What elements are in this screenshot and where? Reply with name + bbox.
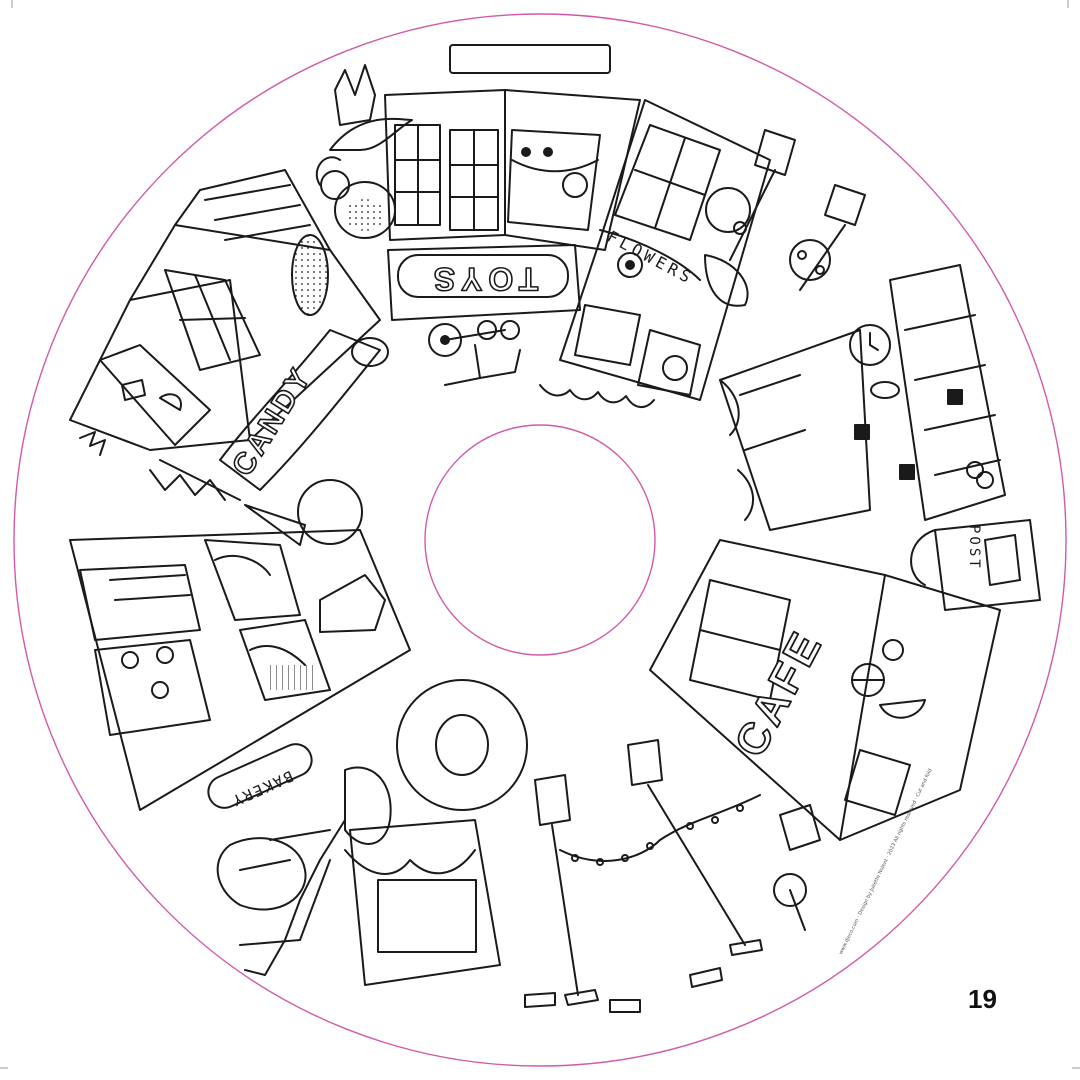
toys-sign: TOYS bbox=[428, 261, 539, 297]
donut-icon bbox=[396, 679, 528, 811]
candy-dots bbox=[291, 234, 329, 316]
candy-sign: CANDY bbox=[226, 361, 318, 482]
candy-shop: CANDY bbox=[69, 169, 389, 501]
street-lamp-icon bbox=[627, 739, 763, 956]
outer-cut-circle bbox=[13, 13, 1067, 1067]
bakery-sign-board: BAKERY bbox=[207, 743, 313, 810]
flower-icon bbox=[617, 252, 643, 278]
cupcake-icon bbox=[121, 379, 182, 411]
street-lamps bbox=[524, 739, 763, 1013]
teddy-bear-icon bbox=[562, 172, 588, 198]
inner-cut-circle bbox=[424, 424, 656, 656]
bakery-shop bbox=[69, 479, 411, 811]
bird-creature bbox=[315, 64, 413, 239]
flowers-sign: FLOWERS bbox=[604, 227, 697, 289]
market-stall bbox=[719, 264, 1006, 531]
ice-cream-icon bbox=[297, 479, 363, 545]
post-box: POST bbox=[910, 519, 1041, 611]
bakery-sign: BAKERY bbox=[228, 767, 296, 810]
bird-dots bbox=[345, 199, 385, 231]
left-grass bbox=[79, 431, 106, 456]
clock-icon bbox=[849, 324, 891, 366]
toy-shop-awning bbox=[539, 384, 655, 408]
post-sign: POST bbox=[966, 525, 982, 571]
donut-shop bbox=[216, 679, 528, 986]
toy-shop: TOYS bbox=[384, 44, 641, 386]
street-lamp-icon bbox=[534, 774, 599, 1006]
awning-stripes bbox=[268, 665, 313, 690]
page-number: 19 bbox=[968, 984, 997, 1014]
